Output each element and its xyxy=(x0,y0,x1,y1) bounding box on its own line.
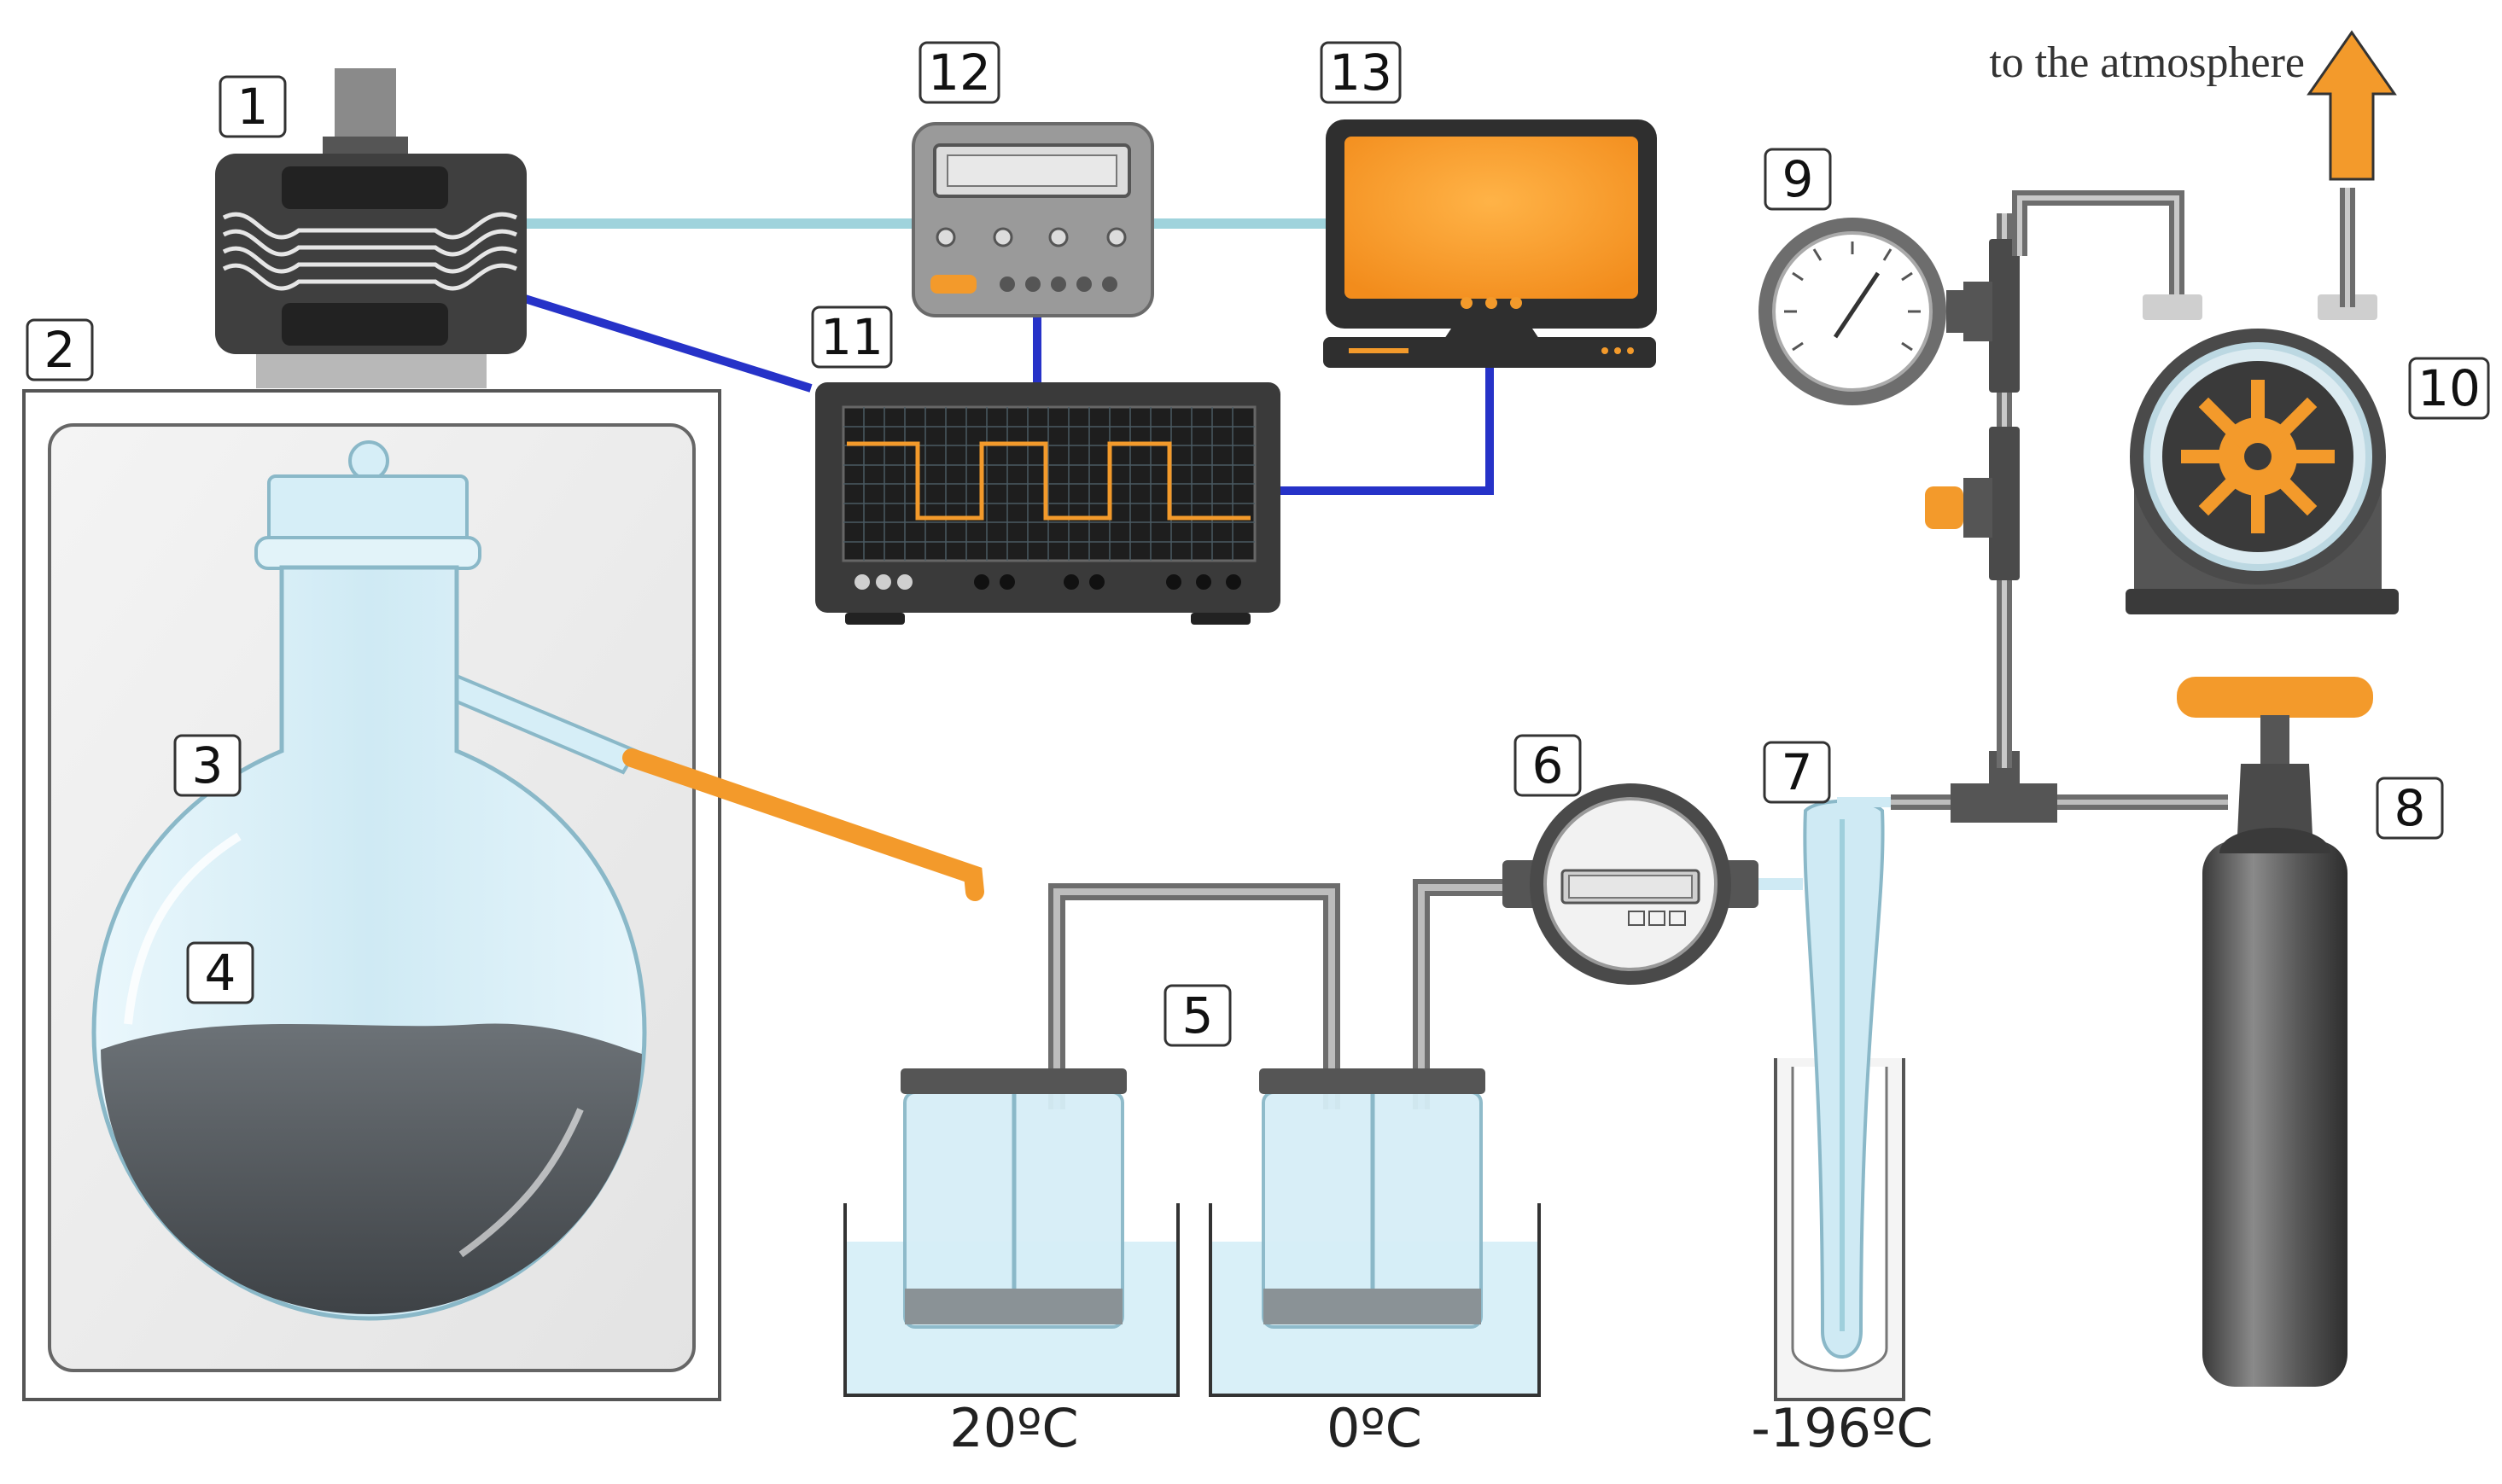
exhaust-arrow-icon xyxy=(2307,30,2397,181)
label-3: 3 xyxy=(173,734,242,797)
control-unit xyxy=(912,122,1154,317)
svg-text:2: 2 xyxy=(44,321,76,379)
orange-tubing xyxy=(622,748,984,901)
oscilloscope xyxy=(815,382,1280,625)
valve-knob-icon xyxy=(1925,486,1963,529)
svg-text:9: 9 xyxy=(1782,150,1814,208)
label-11: 11 xyxy=(811,306,893,369)
cold-trap xyxy=(1774,797,1905,1401)
label-7: 7 xyxy=(1763,741,1831,804)
ultrasonic-transducer xyxy=(215,68,527,388)
svg-text:13: 13 xyxy=(1329,44,1392,102)
svg-text:11: 11 xyxy=(820,308,884,366)
label-2: 2 xyxy=(26,318,94,381)
signal-cables xyxy=(523,218,1494,495)
monitor-screen xyxy=(1344,137,1638,299)
label-13: 13 xyxy=(1320,41,1402,104)
reaction-flask xyxy=(91,440,647,1321)
svg-text:8: 8 xyxy=(2394,779,2426,837)
oscilloscope-grid xyxy=(843,407,1255,561)
svg-text:7: 7 xyxy=(1782,743,1813,801)
svg-text:1: 1 xyxy=(237,78,269,136)
transducer-top-shaft xyxy=(335,68,396,149)
label-10: 10 xyxy=(2408,357,2490,420)
svg-text:4: 4 xyxy=(205,944,236,1002)
vacuum-pump xyxy=(2126,30,2399,614)
temperature-bath-1: 20ºC xyxy=(949,1397,1078,1459)
gas-bubblers xyxy=(843,879,1541,1397)
number-labels: 1 2 3 4 5 6 7 8 9 10 11 12 13 xyxy=(26,41,2490,1047)
gas-cylinder xyxy=(2177,677,2373,1387)
label-9: 9 xyxy=(1764,148,1832,211)
svg-text:12: 12 xyxy=(928,44,991,102)
cable-1-to-11 xyxy=(523,294,813,393)
label-12: 12 xyxy=(919,41,1000,104)
label-1: 1 xyxy=(219,75,287,138)
cylinder-handwheel-icon xyxy=(2177,677,2373,718)
gas-flow-meter xyxy=(1502,783,1758,985)
computer-monitor xyxy=(1323,119,1657,368)
label-5: 5 xyxy=(1164,984,1232,1047)
label-6: 6 xyxy=(1513,734,1582,797)
label-4: 4 xyxy=(186,941,254,1004)
exhaust-label: to the atmosphere xyxy=(1989,38,2305,87)
svg-text:6: 6 xyxy=(1532,736,1564,794)
svg-text:10: 10 xyxy=(2417,359,2481,417)
temperature-bath-2: 0ºC xyxy=(1327,1397,1422,1459)
temperature-cold-trap: -196ºC xyxy=(1751,1397,1933,1459)
granular-sample xyxy=(101,1023,642,1314)
label-8: 8 xyxy=(2376,777,2444,840)
square-wave-trace xyxy=(847,441,1251,521)
pressure-gauge xyxy=(1758,218,1967,405)
svg-text:5: 5 xyxy=(1182,986,1214,1045)
gas-manifold xyxy=(1891,190,2228,823)
gauge-needle-icon xyxy=(1833,271,1881,339)
cable-11-to-13 xyxy=(1276,367,1494,495)
svg-text:3: 3 xyxy=(192,736,224,794)
